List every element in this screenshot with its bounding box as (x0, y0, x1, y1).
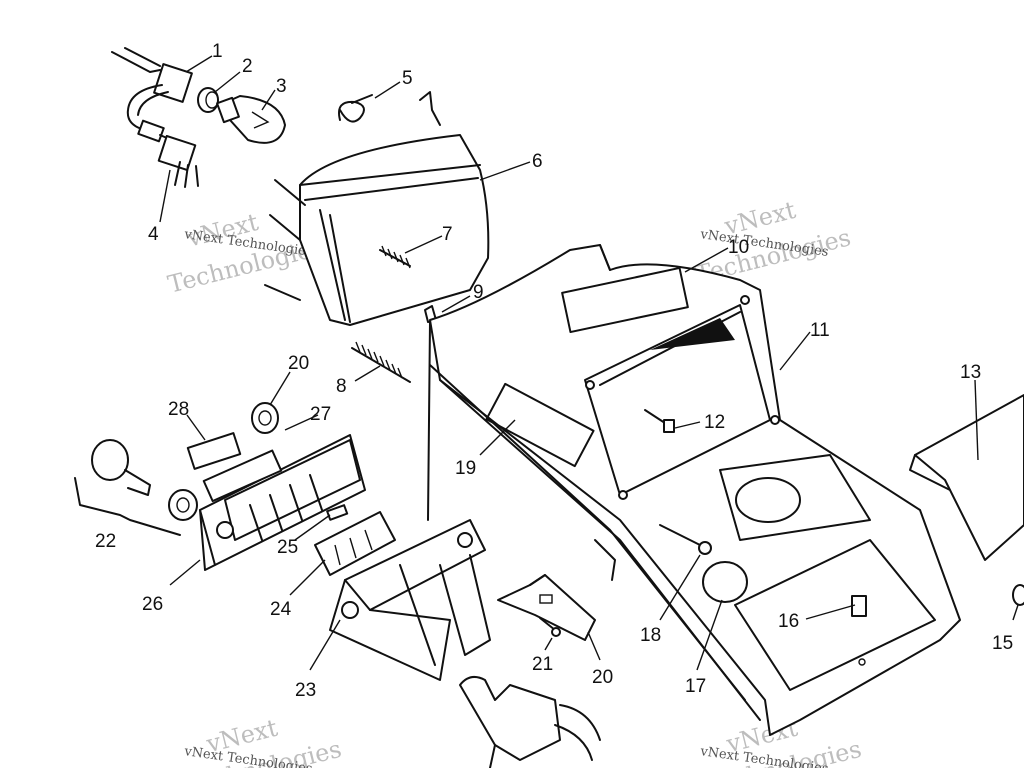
decal-part-27 (202, 449, 283, 503)
dash-console-part (429, 244, 961, 736)
callout-21: 21 (532, 654, 553, 675)
callout-5: 5 (402, 68, 413, 89)
callout-23: 23 (295, 680, 316, 701)
callout-27: 27 (310, 404, 331, 425)
wire-clip-part (338, 94, 373, 123)
callout-20-lower: 20 (592, 667, 613, 688)
callout-25: 25 (277, 537, 298, 558)
leader-lines (159, 55, 1019, 671)
callout-6: 6 (532, 151, 543, 172)
plug-part-17 (702, 561, 748, 603)
fastener-part-15 (1012, 584, 1024, 606)
callout-16: 16 (778, 611, 799, 632)
callout-11: 11 (810, 320, 830, 341)
callout-labels: 1 2 3 4 5 6 7 8 9 10 11 12 13 15 16 17 1… (95, 41, 1013, 701)
screw-part-21 (539, 617, 561, 637)
callout-10: 10 (728, 237, 749, 258)
key-switch-part-22 (74, 439, 181, 536)
callout-2: 2 (242, 56, 253, 77)
headlight-bulb-part (216, 95, 286, 144)
callout-24: 24 (270, 599, 292, 620)
headlight-housing-part (264, 91, 490, 326)
callout-26: 26 (142, 594, 163, 615)
callout-1: 1 (212, 41, 223, 62)
callout-20-upper: 20 (288, 353, 309, 374)
callout-7: 7 (442, 224, 453, 245)
wiring-connector-part (459, 675, 601, 768)
callout-8: 8 (336, 376, 347, 397)
callout-28: 28 (168, 399, 189, 420)
callout-3: 3 (276, 76, 287, 97)
callout-13: 13 (960, 362, 981, 383)
mount-screw-part-18 (659, 524, 712, 555)
grommet-part-20-upper (251, 402, 279, 434)
decal-part-28 (186, 432, 242, 470)
switch-bracket-part (199, 434, 366, 571)
callout-9: 9 (473, 282, 484, 303)
mounting-bracket-part-23 (329, 519, 491, 681)
adjust-spring-upper (379, 245, 411, 269)
callout-22: 22 (95, 531, 116, 552)
callout-4: 4 (148, 224, 159, 245)
harness-connector-part (111, 47, 199, 188)
callout-15: 15 (992, 633, 1013, 654)
adjust-spring-lower (351, 341, 411, 383)
callout-17: 17 (685, 676, 706, 697)
mount-screw-part-12 (644, 409, 675, 433)
bulb-socket-part (197, 87, 219, 113)
grommet-part-26 (168, 489, 198, 521)
side-panel-part-13 (909, 394, 1024, 561)
toggle-switch-part-20-lower (497, 574, 596, 641)
callout-12: 12 (704, 412, 725, 433)
clip-part-16 (851, 595, 867, 666)
callout-19: 19 (455, 458, 476, 479)
callout-18: 18 (640, 625, 661, 646)
switch-module-part-24 (314, 511, 396, 576)
